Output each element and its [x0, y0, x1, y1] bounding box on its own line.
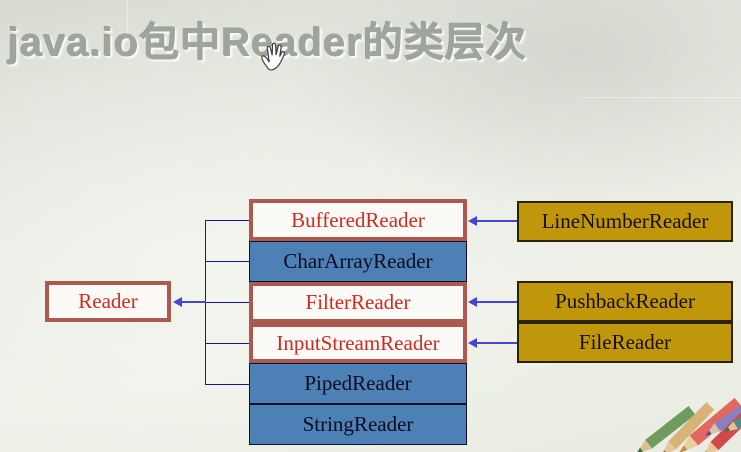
arrowhead-icon	[468, 338, 477, 348]
class-box-pipedreader: PipedReader	[249, 363, 467, 404]
arrowhead-icon	[468, 216, 477, 226]
background-seam-line	[582, 97, 741, 98]
connector-branch-inputstreamreader	[205, 343, 249, 344]
slide-title: java.io包中Reader的类层次	[8, 21, 528, 65]
arrowhead-to-reader-icon	[173, 297, 182, 307]
hand-cursor-icon	[261, 42, 286, 71]
class-box-chararrayreader: CharArrayReader	[249, 241, 467, 282]
class-box-inputstreamreader: InputStreamReader	[249, 323, 467, 363]
arrowhead-icon	[468, 297, 477, 307]
arrow-linenumberreader-to-bufferedreader	[477, 220, 517, 222]
class-box-filereader: FileReader	[517, 322, 733, 363]
class-box-filterreader: FilterReader	[249, 282, 467, 323]
background-seam-line	[127, 0, 128, 36]
class-box-bufferedreader: BufferedReader	[249, 199, 467, 241]
class-box-linenumberreader: LineNumberReader	[517, 201, 733, 242]
connector-branch-filterreader	[205, 302, 249, 303]
connector-branch-pipedreader	[205, 384, 249, 385]
colored-pencils-decoration	[636, 397, 741, 452]
arrow-filereader-to-inputstreamreader	[477, 342, 517, 344]
arrow-pushbackreader-to-filterreader	[477, 301, 517, 303]
arrow-to-reader	[182, 301, 206, 303]
connector-branch-chararrayreader	[205, 261, 249, 262]
connector-branch-bufferedreader	[205, 220, 249, 221]
class-box-stringreader: StringReader	[249, 404, 467, 445]
class-box-reader: Reader	[45, 281, 171, 322]
class-box-pushbackreader: PushbackReader	[517, 281, 733, 322]
